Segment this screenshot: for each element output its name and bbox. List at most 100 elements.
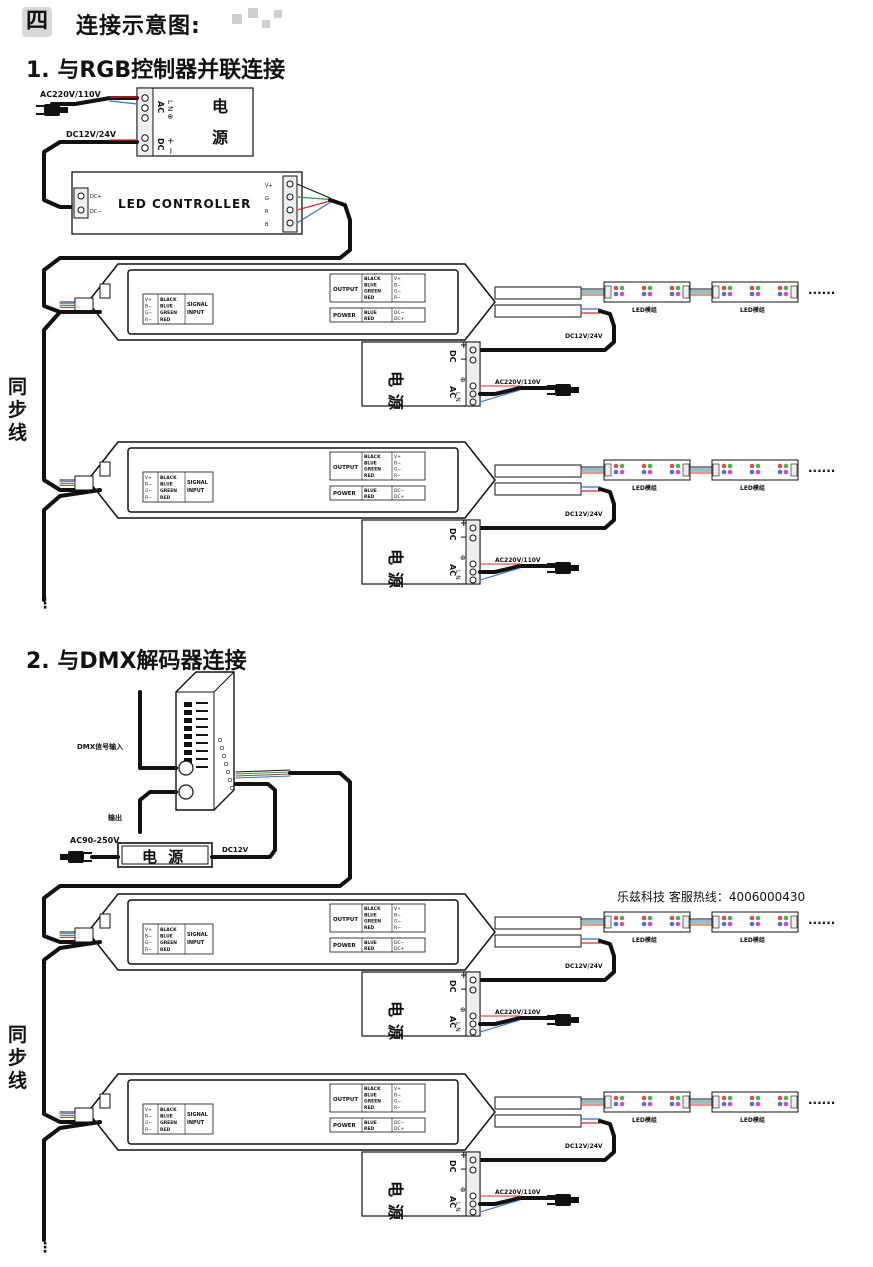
led-chip-icon <box>783 285 789 291</box>
led-chip-icon <box>647 291 653 297</box>
sync-line-label-1: 同步线 <box>8 376 28 444</box>
led-continues: ······ <box>808 916 835 930</box>
led-chip-icon <box>641 463 647 469</box>
terminal-screw-icon <box>469 1166 477 1174</box>
dc-output-label: DC12V/24V <box>66 130 117 139</box>
xlr-socket-icon <box>178 784 194 800</box>
led-chip-icon <box>783 469 789 475</box>
terminal-screw-icon <box>469 524 477 532</box>
led-chip-icon <box>675 1101 681 1107</box>
amp-psu-dc: DC <box>448 1160 457 1173</box>
sync-continues-1: ⋮ <box>38 596 52 612</box>
amp-psu-ln: L N <box>454 570 461 580</box>
controller-dc-plus: DC+ <box>90 194 102 200</box>
led-chip-icon <box>777 921 783 927</box>
terminal-screw-icon <box>77 192 85 200</box>
amp-in-pin: G− <box>145 310 152 316</box>
led-chip-icon <box>749 285 755 291</box>
terminal-screw-icon <box>469 560 477 568</box>
led-module-label: LED模组 <box>740 484 765 492</box>
amp-psu-ac: AC <box>448 1196 457 1208</box>
led-chip-icon <box>619 469 625 475</box>
amp-in-pin: B− <box>145 304 152 310</box>
amp-in-color: BLUE <box>160 1114 173 1120</box>
amp-in-color: GREEN <box>160 1120 177 1126</box>
amp-input-label: INPUT <box>187 488 205 494</box>
led-chip-icon <box>669 285 675 291</box>
amp-in-color: BLACK <box>160 297 177 303</box>
led-continues: ······ <box>808 464 835 478</box>
amp-power-pin: DC− <box>394 940 405 946</box>
terminal-screw-icon <box>286 219 294 227</box>
page-title: 连接示意图: <box>76 14 201 39</box>
led-module-3-1: LED模组 <box>711 911 799 944</box>
led-chip-icon <box>675 291 681 297</box>
dmx-output-cable <box>138 790 178 834</box>
amp-input-label: INPUT <box>187 940 205 946</box>
led-chip-icon <box>783 463 789 469</box>
amp-psu-box <box>361 341 481 407</box>
amp-power-pin: DC+ <box>394 1126 405 1132</box>
amp-ac-cable <box>478 386 567 396</box>
led-chip-icon <box>749 463 755 469</box>
terminal-screw-icon <box>141 114 149 122</box>
led-chip-icon <box>619 463 625 469</box>
led-continues: ······ <box>808 286 835 300</box>
led-module-label: LED模组 <box>632 936 657 944</box>
plug-icon <box>547 1014 579 1026</box>
led-chip-icon <box>613 1101 619 1107</box>
amp-out-color: GREEN <box>364 289 381 295</box>
amp-out-pin: G− <box>394 919 401 925</box>
svg-text:⊕: ⊕ <box>460 1006 466 1014</box>
terminal-screw-icon <box>219 745 225 751</box>
terminal-screw-icon <box>223 761 229 767</box>
led-chip-icon <box>721 469 727 475</box>
led-module-label: LED模组 <box>632 306 657 314</box>
amp-out-color: BLUE <box>364 1092 377 1098</box>
amp-out-color: RED <box>364 473 375 479</box>
amp-input-label: INPUT <box>187 310 205 316</box>
amp-out-color: RED <box>364 925 375 931</box>
terminal-screw-icon <box>227 777 233 783</box>
dmx-output-label: 输出 <box>108 813 122 822</box>
led-chip-icon <box>727 463 733 469</box>
svg-text:⊕: ⊕ <box>460 554 466 562</box>
led-module-3-0: LED模组 <box>603 911 713 944</box>
led-chip-icon <box>647 1095 653 1101</box>
amp-psu-name-a: 电 <box>386 371 405 387</box>
svg-text:−: − <box>460 533 468 543</box>
led-chip-icon <box>721 915 727 921</box>
amp-ac-label: AC220V/110V <box>495 379 541 386</box>
led-module-4-0: LED模组 <box>603 1091 713 1124</box>
led-chip-icon <box>721 291 727 297</box>
amp-out-pin: G− <box>394 1099 401 1105</box>
amp-power-color: BLUE <box>364 1120 377 1126</box>
led-chip-icon <box>777 469 783 475</box>
amp-in-color: BLUE <box>160 482 173 488</box>
terminal-screw-icon <box>469 976 477 984</box>
led-chip-icon <box>777 463 783 469</box>
sync-cable-1 <box>42 310 102 492</box>
led-chip-icon <box>777 285 783 291</box>
led-chip-icon <box>647 915 653 921</box>
ac-cable <box>50 96 139 106</box>
amp-in-pin: R− <box>145 947 152 953</box>
led-chip-icon <box>669 463 675 469</box>
plug-icon <box>547 1194 579 1206</box>
led-chip-icon <box>721 1101 727 1107</box>
led-chip-icon <box>783 291 789 297</box>
led-chip-icon <box>641 915 647 921</box>
amp-power-pin: DC+ <box>394 946 405 952</box>
amp-in-color: BLUE <box>160 934 173 940</box>
led-chip-icon <box>749 1095 755 1101</box>
amp-psu-dc: DC <box>448 528 457 541</box>
led-chip-icon <box>613 915 619 921</box>
amp-ac-label: AC220V/110V <box>495 557 541 564</box>
amp-power-color: BLUE <box>364 310 377 316</box>
led-module-2-0: LED模组 <box>603 459 713 492</box>
amp-out-pin: V+ <box>394 276 401 282</box>
amp-in-pin: V+ <box>145 927 152 933</box>
section2-title: 2. 与DMX解码器连接 <box>26 649 247 674</box>
amp-out-color: BLACK <box>364 906 381 912</box>
